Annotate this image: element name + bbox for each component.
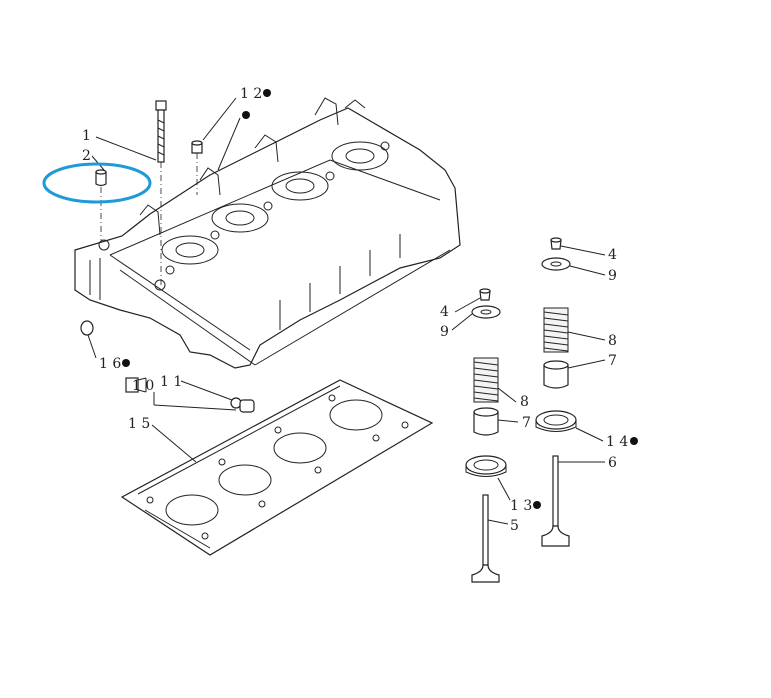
label-9-right: 9 [608, 268, 617, 284]
label-8-left: 8 [520, 394, 529, 410]
plug-16 [80, 320, 94, 336]
valve-seal-right [543, 360, 569, 389]
valve-seat-right [535, 410, 577, 432]
label-14: 1 4 [606, 434, 628, 450]
label-7-right: 7 [608, 353, 617, 369]
valve-seal-left [473, 407, 499, 436]
label-8-right: 8 [608, 333, 617, 349]
label-16: 1 6 [99, 356, 121, 372]
label-13: 1 3 [510, 498, 532, 514]
label-1: 1 [82, 128, 91, 144]
spring-retainer-left [471, 305, 501, 319]
head-gasket [120, 379, 434, 556]
label-9-left: 9 [440, 324, 449, 340]
marker-dot-14 [630, 437, 638, 445]
head-bolt [155, 100, 167, 285]
dowel-sleeve [95, 169, 107, 240]
spring-retainer-right [541, 257, 571, 271]
valve-keeper-right [550, 237, 562, 250]
exhaust-valve [541, 455, 570, 547]
label-2: 2 [82, 148, 91, 164]
fitting-10 [125, 377, 147, 393]
valve-spring-right [543, 307, 569, 353]
valve-keeper-left [479, 288, 491, 301]
label-11: 1 1 [160, 374, 182, 390]
label-4-left: 4 [440, 304, 449, 320]
valve-spring-left [473, 357, 499, 403]
label-15: 1 5 [128, 416, 150, 432]
marker-dot-13 [533, 501, 541, 509]
label-12: 1 2 [240, 86, 262, 102]
valve-seat-left [465, 455, 507, 477]
marker-dot-12b [242, 111, 250, 119]
label-4-right: 4 [608, 247, 617, 263]
cylinder-head [74, 97, 461, 369]
highlight-circle [42, 162, 152, 204]
label-7-left: 7 [522, 415, 531, 431]
fitting-11 [230, 397, 255, 413]
marker-dot-16 [122, 359, 130, 367]
label-10: 1 0 [132, 378, 154, 394]
intake-valve [471, 494, 500, 583]
label-6: 6 [608, 455, 617, 471]
marker-dot-12 [263, 89, 271, 97]
plug [191, 140, 203, 195]
label-5: 5 [510, 518, 519, 534]
